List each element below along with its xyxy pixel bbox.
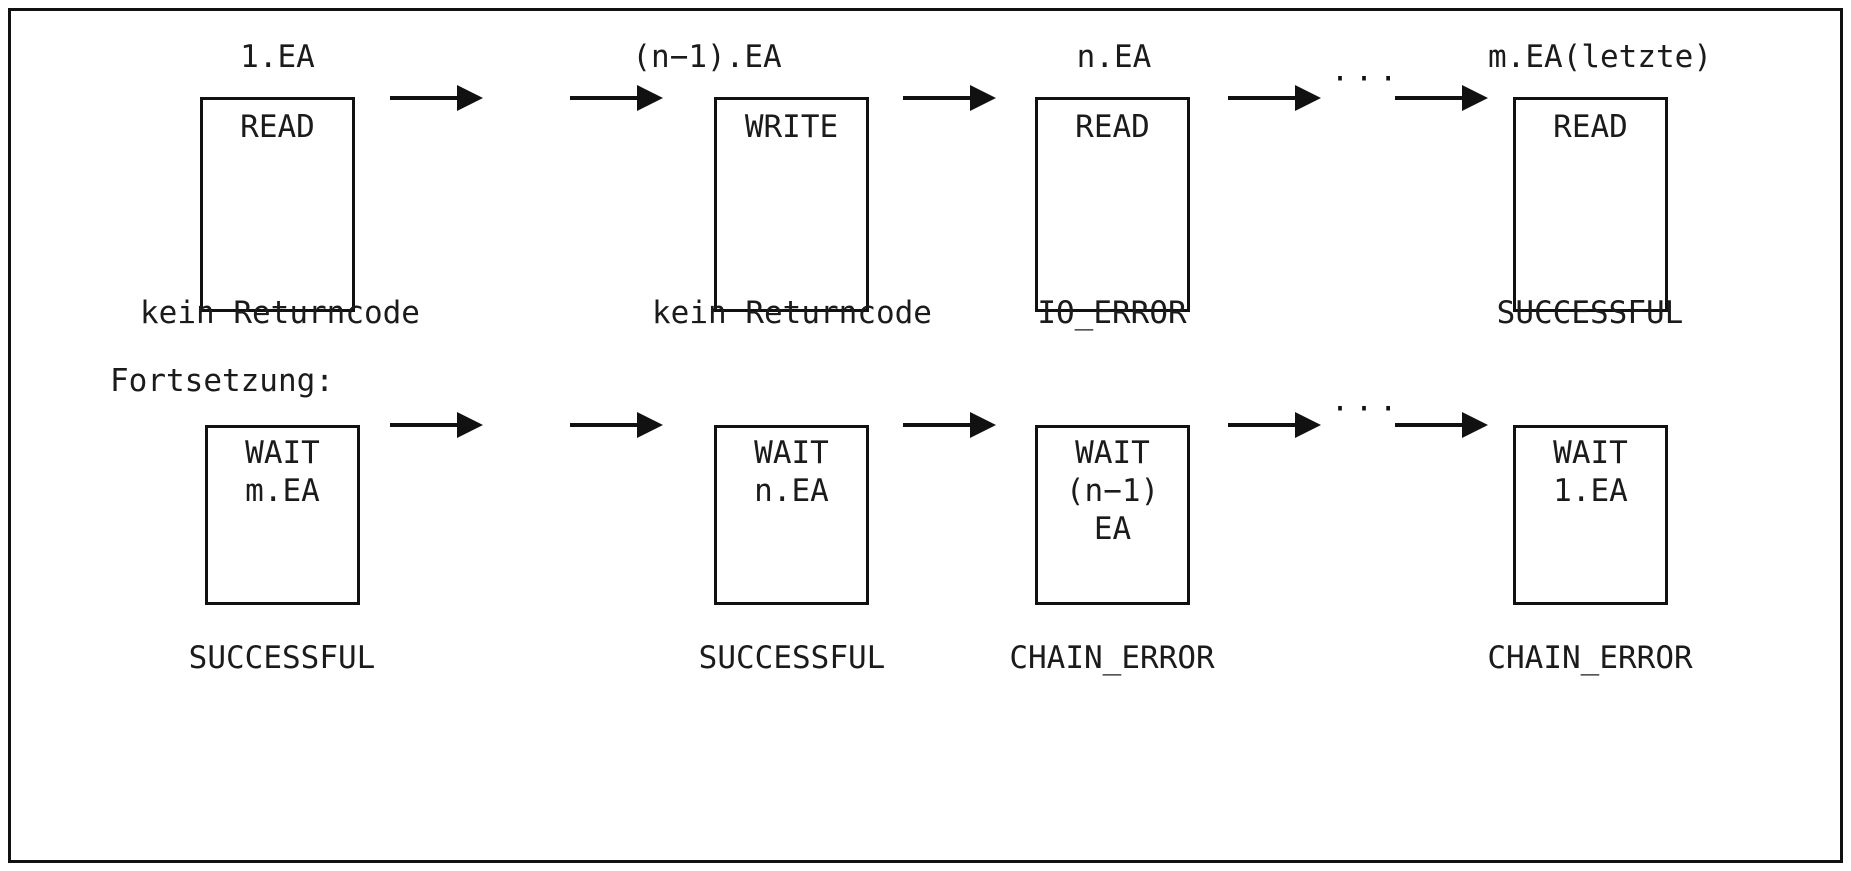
arrow-row2-3 bbox=[903, 412, 996, 438]
arrow-row2-5 bbox=[1395, 412, 1488, 438]
arrow-row2-2 bbox=[570, 412, 663, 438]
top-label-2: (n−1).EA bbox=[632, 39, 782, 75]
arrow-row1-3 bbox=[903, 85, 996, 111]
ea-box-row2-3[interactable]: WAIT (n−1) EA bbox=[1035, 425, 1190, 605]
ea-box-row2-3-line1: WAIT bbox=[1075, 435, 1150, 471]
arrow-row2-4 bbox=[1228, 412, 1321, 438]
ea-box-row1-4-line1: READ bbox=[1553, 109, 1628, 145]
ea-box-row1-1[interactable]: READ bbox=[200, 97, 355, 312]
ellipsis-row2: ··· bbox=[1331, 392, 1404, 427]
ea-box-row1-3[interactable]: READ bbox=[1035, 97, 1190, 312]
caption-row2-4: CHAIN_ERROR bbox=[1487, 640, 1693, 676]
ea-box-row2-2-line1: WAIT bbox=[754, 435, 829, 471]
arrow-row1-4 bbox=[1228, 85, 1321, 111]
caption-row1-1: kein Returncode bbox=[140, 295, 420, 331]
arrow-row2-1 bbox=[390, 412, 483, 438]
caption-row2-2: SUCCESSFUL bbox=[698, 640, 886, 676]
caption-row1-4: SUCCESSFUL bbox=[1496, 295, 1684, 331]
ea-box-row2-1[interactable]: WAIT m.EA bbox=[205, 425, 360, 605]
section-label-fortsetzung: Fortsetzung: bbox=[110, 363, 334, 399]
ea-box-row2-1-line2: m.EA bbox=[245, 473, 320, 509]
top-label-4: m.EA(letzte) bbox=[1488, 39, 1712, 75]
arrow-row1-2 bbox=[570, 85, 663, 111]
ea-box-row2-1-line1: WAIT bbox=[245, 435, 320, 471]
caption-row2-3: CHAIN_ERROR bbox=[1009, 640, 1215, 676]
ea-box-row2-2[interactable]: WAIT n.EA bbox=[714, 425, 869, 605]
ea-box-row1-4[interactable]: READ bbox=[1513, 97, 1668, 312]
ellipsis-row1: ··· bbox=[1331, 62, 1404, 97]
ea-box-row2-4[interactable]: WAIT 1.EA bbox=[1513, 425, 1668, 605]
ea-box-row2-4-line2: 1.EA bbox=[1553, 473, 1628, 509]
top-label-1: 1.EA bbox=[240, 39, 315, 75]
top-label-3: n.EA bbox=[1076, 39, 1152, 75]
caption-row2-1: SUCCESSFUL bbox=[188, 640, 376, 676]
caption-row1-2: kein Returncode bbox=[652, 295, 932, 331]
ea-box-row2-4-line1: WAIT bbox=[1553, 435, 1628, 471]
ea-box-row2-2-line2: n.EA bbox=[754, 473, 829, 509]
ea-box-row1-3-line1: READ bbox=[1075, 109, 1150, 145]
ea-box-row1-2-line1: WRITE bbox=[744, 109, 839, 145]
ea-box-row1-1-line1: READ bbox=[240, 109, 315, 145]
arrow-row1-1 bbox=[390, 85, 483, 111]
ea-box-row1-2[interactable]: WRITE bbox=[714, 97, 869, 312]
ea-box-row2-3-line2: (n−1) bbox=[1065, 473, 1160, 509]
arrow-row1-5 bbox=[1395, 85, 1488, 111]
caption-row1-3: IO_ERROR bbox=[1037, 295, 1187, 331]
ea-box-row2-3-line3: EA bbox=[1093, 511, 1132, 547]
